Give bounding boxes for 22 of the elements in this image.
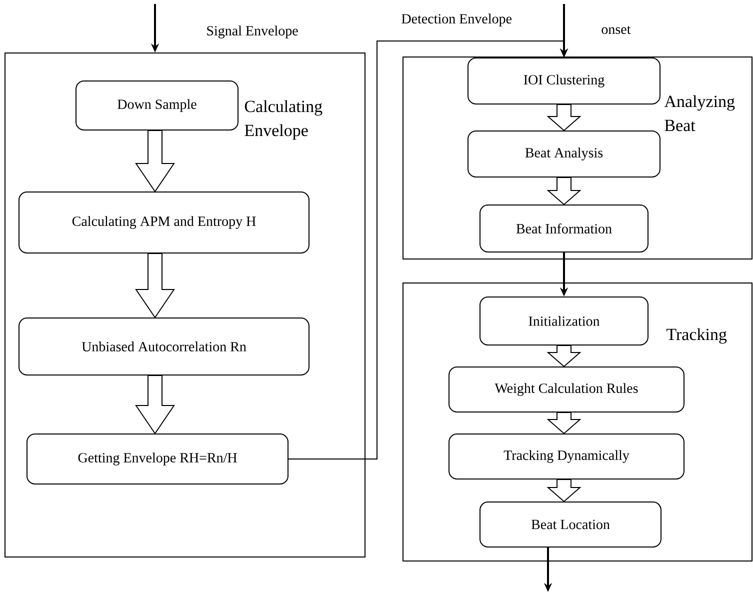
edge-label: Signal Envelope [205,24,300,40]
block-arrow [546,104,582,132]
process-box: Beat Analysis [468,130,660,178]
block-arrow [546,412,582,434]
block-arrow [546,345,582,368]
block-arrow [135,253,175,318]
block-arrow [135,130,175,192]
process-box: Beat Information [480,204,648,252]
process-box: IOI Clustering [468,58,660,104]
process-box: Getting Envelope RH=Rn/H [26,434,288,484]
block-arrow [546,479,582,502]
process-box: Initialization [480,296,648,346]
block-arrow [546,177,582,206]
block-arrow [135,375,175,434]
process-box: Tracking Dynamically [448,434,684,480]
process-box: Beat Location [480,502,662,548]
process-box: Down Sample [76,80,238,130]
edge-label: Detection Envelope [400,12,513,28]
process-box: Calculating APM and Entropy H [18,192,310,254]
process-box: Weight Calculation Rules [448,366,684,412]
process-box: Unbiased Autocorrelation Rn [18,318,310,376]
edge-label: onset [600,25,632,35]
